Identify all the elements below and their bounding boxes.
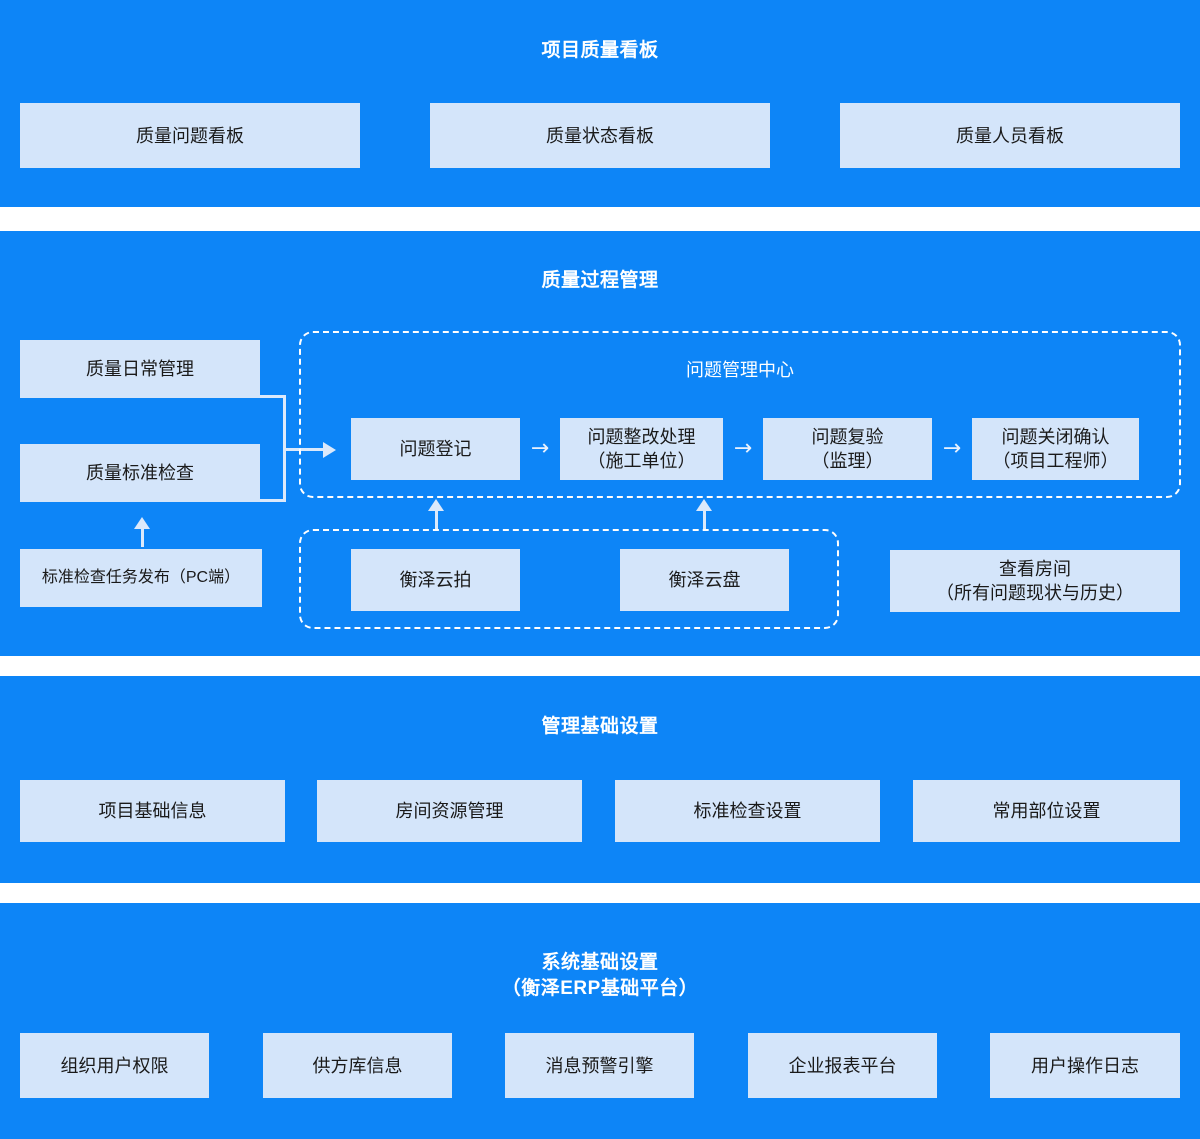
kanban-box-quality-status-label: 质量状态看板: [546, 125, 654, 146]
issue-step-register-line1: 问题登记: [399, 439, 472, 459]
section-title-kanban: 项目质量看板: [541, 40, 659, 61]
section-title-system-base: 系统基础设置 （衡泽ERP基础平台）: [0, 950, 1200, 1002]
system-box-user-operation-log-label: 用户操作日志: [1031, 1055, 1139, 1076]
issue-step-reinspection-line1: 问题复验: [811, 427, 884, 447]
issue-step-rectification-line1: 问题整改处理: [587, 427, 696, 447]
connector-daily-to-bracket: [260, 395, 286, 398]
cloud-box-yunpai[interactable]: 衡泽云拍: [351, 549, 520, 611]
system-box-org-user-permission-label: 组织用户权限: [60, 1055, 169, 1076]
connector-up-task-publish-to-standard: [133, 517, 151, 547]
kanban-box-quality-personnel-label: 质量人员看板: [956, 125, 1064, 146]
issue-step-rectification[interactable]: 问题整改处理 （施工单位）: [560, 418, 723, 480]
manage-box-common-position-settings-label: 常用部位设置: [992, 801, 1101, 821]
arrow-up-stem: [702, 510, 706, 529]
connector-up-yunpai-to-issue-center: [427, 499, 445, 529]
issue-step-close-confirm-line2: （项目工程师）: [992, 451, 1119, 471]
cloud-box-yunpai-label: 衡泽云拍: [399, 570, 472, 590]
process-box-view-room-line1: 查看房间: [999, 559, 1071, 579]
system-box-org-user-permission[interactable]: 组织用户权限: [20, 1033, 209, 1098]
issue-step-arrow-2-icon: →: [733, 436, 753, 461]
group-title-issue-management-center: 问题管理中心: [686, 360, 794, 380]
section-project-quality-kanban: 项目质量看板 质量问题看板 质量状态看板 质量人员看板: [0, 0, 1200, 207]
process-box-standard-inspection[interactable]: 质量标准检查: [20, 444, 260, 502]
system-box-user-operation-log[interactable]: 用户操作日志: [990, 1033, 1180, 1098]
arrow-up-stem: [434, 510, 438, 529]
process-box-view-room-line2: （所有问题现状与历史）: [936, 583, 1134, 603]
manage-box-room-resource-label: 房间资源管理: [395, 801, 504, 821]
issue-step-reinspection-line2: （监理）: [811, 451, 884, 471]
kanban-box-quality-personnel[interactable]: 质量人员看板: [840, 103, 1180, 168]
issue-step-reinspection[interactable]: 问题复验 （监理）: [763, 418, 932, 480]
arrow-up-head-icon: [428, 499, 444, 511]
arrow-up-head-icon: [696, 499, 712, 511]
section-quality-process-management: 质量过程管理 质量日常管理 质量标准检查 标准检查任务发布（PC端） 问题管理中…: [0, 231, 1200, 656]
manage-box-standard-inspection-settings[interactable]: 标准检查设置: [615, 780, 880, 842]
connector-up-yunpan-to-issue-center: [695, 499, 713, 529]
process-box-view-room[interactable]: 查看房间 （所有问题现状与历史）: [890, 550, 1180, 612]
section-title-system-base-line2: （衡泽ERP基础平台）: [501, 978, 699, 999]
manage-box-standard-inspection-settings-label: 标准检查设置: [693, 801, 802, 821]
section-management-base-settings: 管理基础设置 项目基础信息 房间资源管理 标准检查设置 常用部位设置: [0, 676, 1200, 883]
system-box-message-alert-engine-label: 消息预警引擎: [545, 1055, 654, 1076]
kanban-box-quality-issue-label: 质量问题看板: [136, 125, 244, 146]
connector-arrow-into-issue-center: [323, 442, 336, 458]
system-box-supplier-info-label: 供方库信息: [312, 1055, 403, 1076]
system-box-supplier-info[interactable]: 供方库信息: [263, 1033, 452, 1098]
issue-step-close-confirm[interactable]: 问题关闭确认 （项目工程师）: [972, 418, 1139, 480]
connector-standard-to-bracket: [260, 499, 286, 502]
arrow-up-stem: [140, 528, 144, 547]
manage-box-project-basic-info[interactable]: 项目基础信息: [20, 780, 285, 842]
section-title-management-base: 管理基础设置: [541, 716, 659, 737]
arrow-up-head-icon: [134, 517, 150, 529]
issue-step-arrow-1-icon: →: [530, 436, 550, 461]
process-box-task-publish-pc-label: 标准检查任务发布（PC端）: [41, 569, 241, 586]
group-issue-management-center: [299, 331, 1181, 498]
process-box-daily-management-label: 质量日常管理: [86, 359, 194, 379]
section-title-system-base-line1: 系统基础设置: [541, 952, 659, 973]
process-box-standard-inspection-label: 质量标准检查: [86, 463, 194, 483]
system-box-enterprise-report-platform-label: 企业报表平台: [788, 1055, 897, 1076]
issue-step-close-confirm-line1: 问题关闭确认: [1001, 427, 1110, 447]
kanban-box-quality-status[interactable]: 质量状态看板: [430, 103, 770, 168]
connector-bracket-to-arrow: [283, 448, 323, 451]
section-title-process: 质量过程管理: [541, 270, 659, 291]
manage-box-room-resource[interactable]: 房间资源管理: [317, 780, 582, 842]
system-box-enterprise-report-platform[interactable]: 企业报表平台: [748, 1033, 937, 1098]
process-box-task-publish-pc[interactable]: 标准检查任务发布（PC端）: [20, 549, 262, 607]
kanban-box-quality-issue[interactable]: 质量问题看板: [20, 103, 360, 168]
cloud-box-yunpan[interactable]: 衡泽云盘: [620, 549, 789, 611]
section-system-base-settings: 系统基础设置 （衡泽ERP基础平台） 组织用户权限 供方库信息 消息预警引擎 企…: [0, 903, 1200, 1139]
cloud-box-yunpan-label: 衡泽云盘: [668, 570, 741, 590]
manage-box-project-basic-info-label: 项目基础信息: [98, 801, 207, 821]
system-box-message-alert-engine[interactable]: 消息预警引擎: [505, 1033, 694, 1098]
issue-step-arrow-3-icon: →: [942, 436, 962, 461]
issue-step-register[interactable]: 问题登记: [351, 418, 520, 480]
group-cloud-tools: [299, 529, 839, 629]
issue-step-rectification-line2: （施工单位）: [587, 451, 696, 471]
process-box-daily-management[interactable]: 质量日常管理: [20, 340, 260, 398]
manage-box-common-position-settings[interactable]: 常用部位设置: [913, 780, 1180, 842]
